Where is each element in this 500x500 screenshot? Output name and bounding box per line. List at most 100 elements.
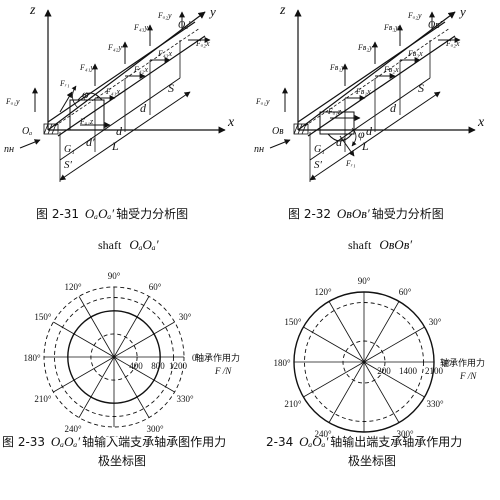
Fb3y-label: Fʙ₃y [383, 23, 399, 32]
output-gear [319, 111, 355, 135]
Fb3x-label: Fʙ₃x [407, 49, 423, 58]
fig34-caption: 2-34 OₐOₐ′轴输出端支承轴承作用力 [266, 434, 463, 449]
angle-tick-label: 180° [273, 358, 291, 368]
phi-label: φ [82, 87, 89, 101]
radial-tick-label: 200 [377, 366, 391, 376]
x-axis-label: x [477, 115, 485, 130]
polar-spoke [53, 356, 115, 393]
angle-tick-label: 90° [108, 271, 121, 281]
Fo2y-label: Fₐ₂y [407, 11, 422, 20]
z-axis-label: z [29, 3, 36, 18]
polar-spoke [113, 321, 175, 358]
gravity-label: G₁ [64, 144, 75, 155]
angle-tick-label: 120° [314, 287, 332, 297]
bearing-b-icon [293, 123, 309, 135]
angle-tick-label: 30° [429, 317, 442, 327]
Fo2y-label: Fₐ₂y [157, 11, 172, 20]
polar-plot-input-bearing: 90°60°30°0°330°300°270°240°210°180°150°1… [0, 262, 250, 445]
angle-tick-label: 30° [179, 312, 192, 322]
polar-spoke [328, 361, 365, 423]
polar-spoke [303, 361, 365, 398]
angle-tick-label: 240° [314, 429, 332, 437]
L-label: L [111, 139, 119, 153]
angle-tick-label: 330° [176, 394, 194, 404]
d-label-2: d [140, 101, 147, 115]
angle-tick-label: 60° [149, 282, 162, 292]
z-axis-label: z [279, 3, 286, 18]
speed-label: nʜ [4, 144, 14, 155]
polar-spoke [113, 356, 175, 393]
origin-label: Oʙ [272, 126, 284, 137]
shaft-force-diagram-a: z y x Oₐ Oₐ′ nʜ G₁ φ d d d′ L S S′ Fₐ₁y … [0, 0, 250, 200]
angle-tick-label: 300° [396, 429, 414, 437]
F41y-label: F₄₁y [79, 63, 94, 72]
radial-axis-label: 轴承作用力 [440, 357, 485, 368]
Sprime-label: S′ [64, 159, 73, 171]
polar-spoke [53, 321, 115, 358]
radial-axis-unit: F /N [459, 371, 477, 381]
fig33-caption-line2: 极坐标图 [98, 454, 147, 468]
dprime-label: d′ [86, 135, 95, 149]
angle-tick-label: 120° [64, 282, 82, 292]
angle-tick-label: 0° [192, 353, 201, 363]
polar-spoke [363, 361, 425, 398]
radial-axis-unit: F /N [214, 366, 232, 376]
polar-plot-output-bearing: 90°60°30°0°330°300°270°240°210°180°150°1… [250, 262, 500, 450]
end-origin-label: Oₐ′ [178, 20, 191, 31]
origin-label: Oₐ [22, 126, 32, 137]
x-axis-label: x [227, 115, 235, 130]
d-label-2: d [390, 101, 397, 115]
fig32-caption: 图 2-32 OʙOʙ′轴受力分析图 [288, 206, 444, 221]
F43y-label: F₄₃y [133, 23, 148, 32]
speed-label: nʜ [254, 144, 264, 155]
gravity-label: G₁ [314, 144, 325, 155]
end-origin-label: Oʙ′ [428, 20, 443, 31]
Fb1y-label: Fʙ₁y [329, 63, 345, 72]
F41x-label: F₄₁x [105, 87, 120, 96]
Fr1-label: Fᵣ₁ [345, 159, 356, 168]
F42x-label: F₄₂x [133, 65, 148, 74]
angle-tick-label: 60° [399, 287, 412, 297]
radial-tick-label: 800 [151, 361, 165, 371]
y-axis-label: y [458, 4, 466, 19]
polar-spoke [363, 326, 425, 363]
Fr1-label: Fᵣ₁ [59, 79, 70, 88]
Folz-label: Fₐ₁z [79, 117, 94, 126]
d-label-1: d [366, 124, 373, 138]
polar-spoke [113, 356, 150, 418]
polar-spoke [328, 301, 365, 363]
F42y-label: F₄₂y [107, 43, 122, 52]
fig34-caption-line2: 极坐标图 [348, 454, 397, 468]
dprime-label: d′ [336, 135, 345, 149]
angle-tick-label: 90° [358, 276, 371, 286]
Folz-label: Fₐ₁z [327, 107, 342, 116]
phi-label: φ [358, 127, 365, 141]
angle-tick-label: 0° [442, 358, 451, 368]
polar-spoke [78, 296, 115, 358]
radial-tick-label: 2100 [425, 366, 444, 376]
Foly-label: Fₐ₁y [255, 97, 270, 106]
angle-tick-label: 210° [34, 394, 52, 404]
d-label-1: d [116, 124, 123, 138]
Fo2x-label: Fₐ₂x [195, 39, 210, 48]
angle-tick-label: 150° [34, 312, 52, 322]
Fo2x-label: Fₐ₂x [445, 39, 460, 48]
S-label: S [168, 81, 174, 95]
angle-tick-label: 330° [426, 399, 444, 409]
angle-tick-label: 300° [146, 424, 164, 434]
y-axis-label: y [208, 4, 216, 19]
Fb2x-label: Fʙ₂x [383, 65, 399, 74]
Fb1x-label: Fʙ₁x [355, 87, 371, 96]
angle-tick-label: 240° [64, 424, 82, 434]
polar-spoke [78, 356, 115, 418]
radial-tick-label: 1200 [169, 361, 188, 371]
Fb2y-label: Fʙ₂y [357, 43, 373, 52]
L-label: L [361, 139, 369, 153]
polar-spoke [363, 301, 400, 363]
angle-tick-label: 210° [284, 399, 302, 409]
polar-spoke [303, 326, 365, 363]
input-gear [69, 99, 105, 131]
fig33-caption: 图 2-33 OₐOₐ′轴输入端支承轴承图作用力 [2, 434, 227, 449]
